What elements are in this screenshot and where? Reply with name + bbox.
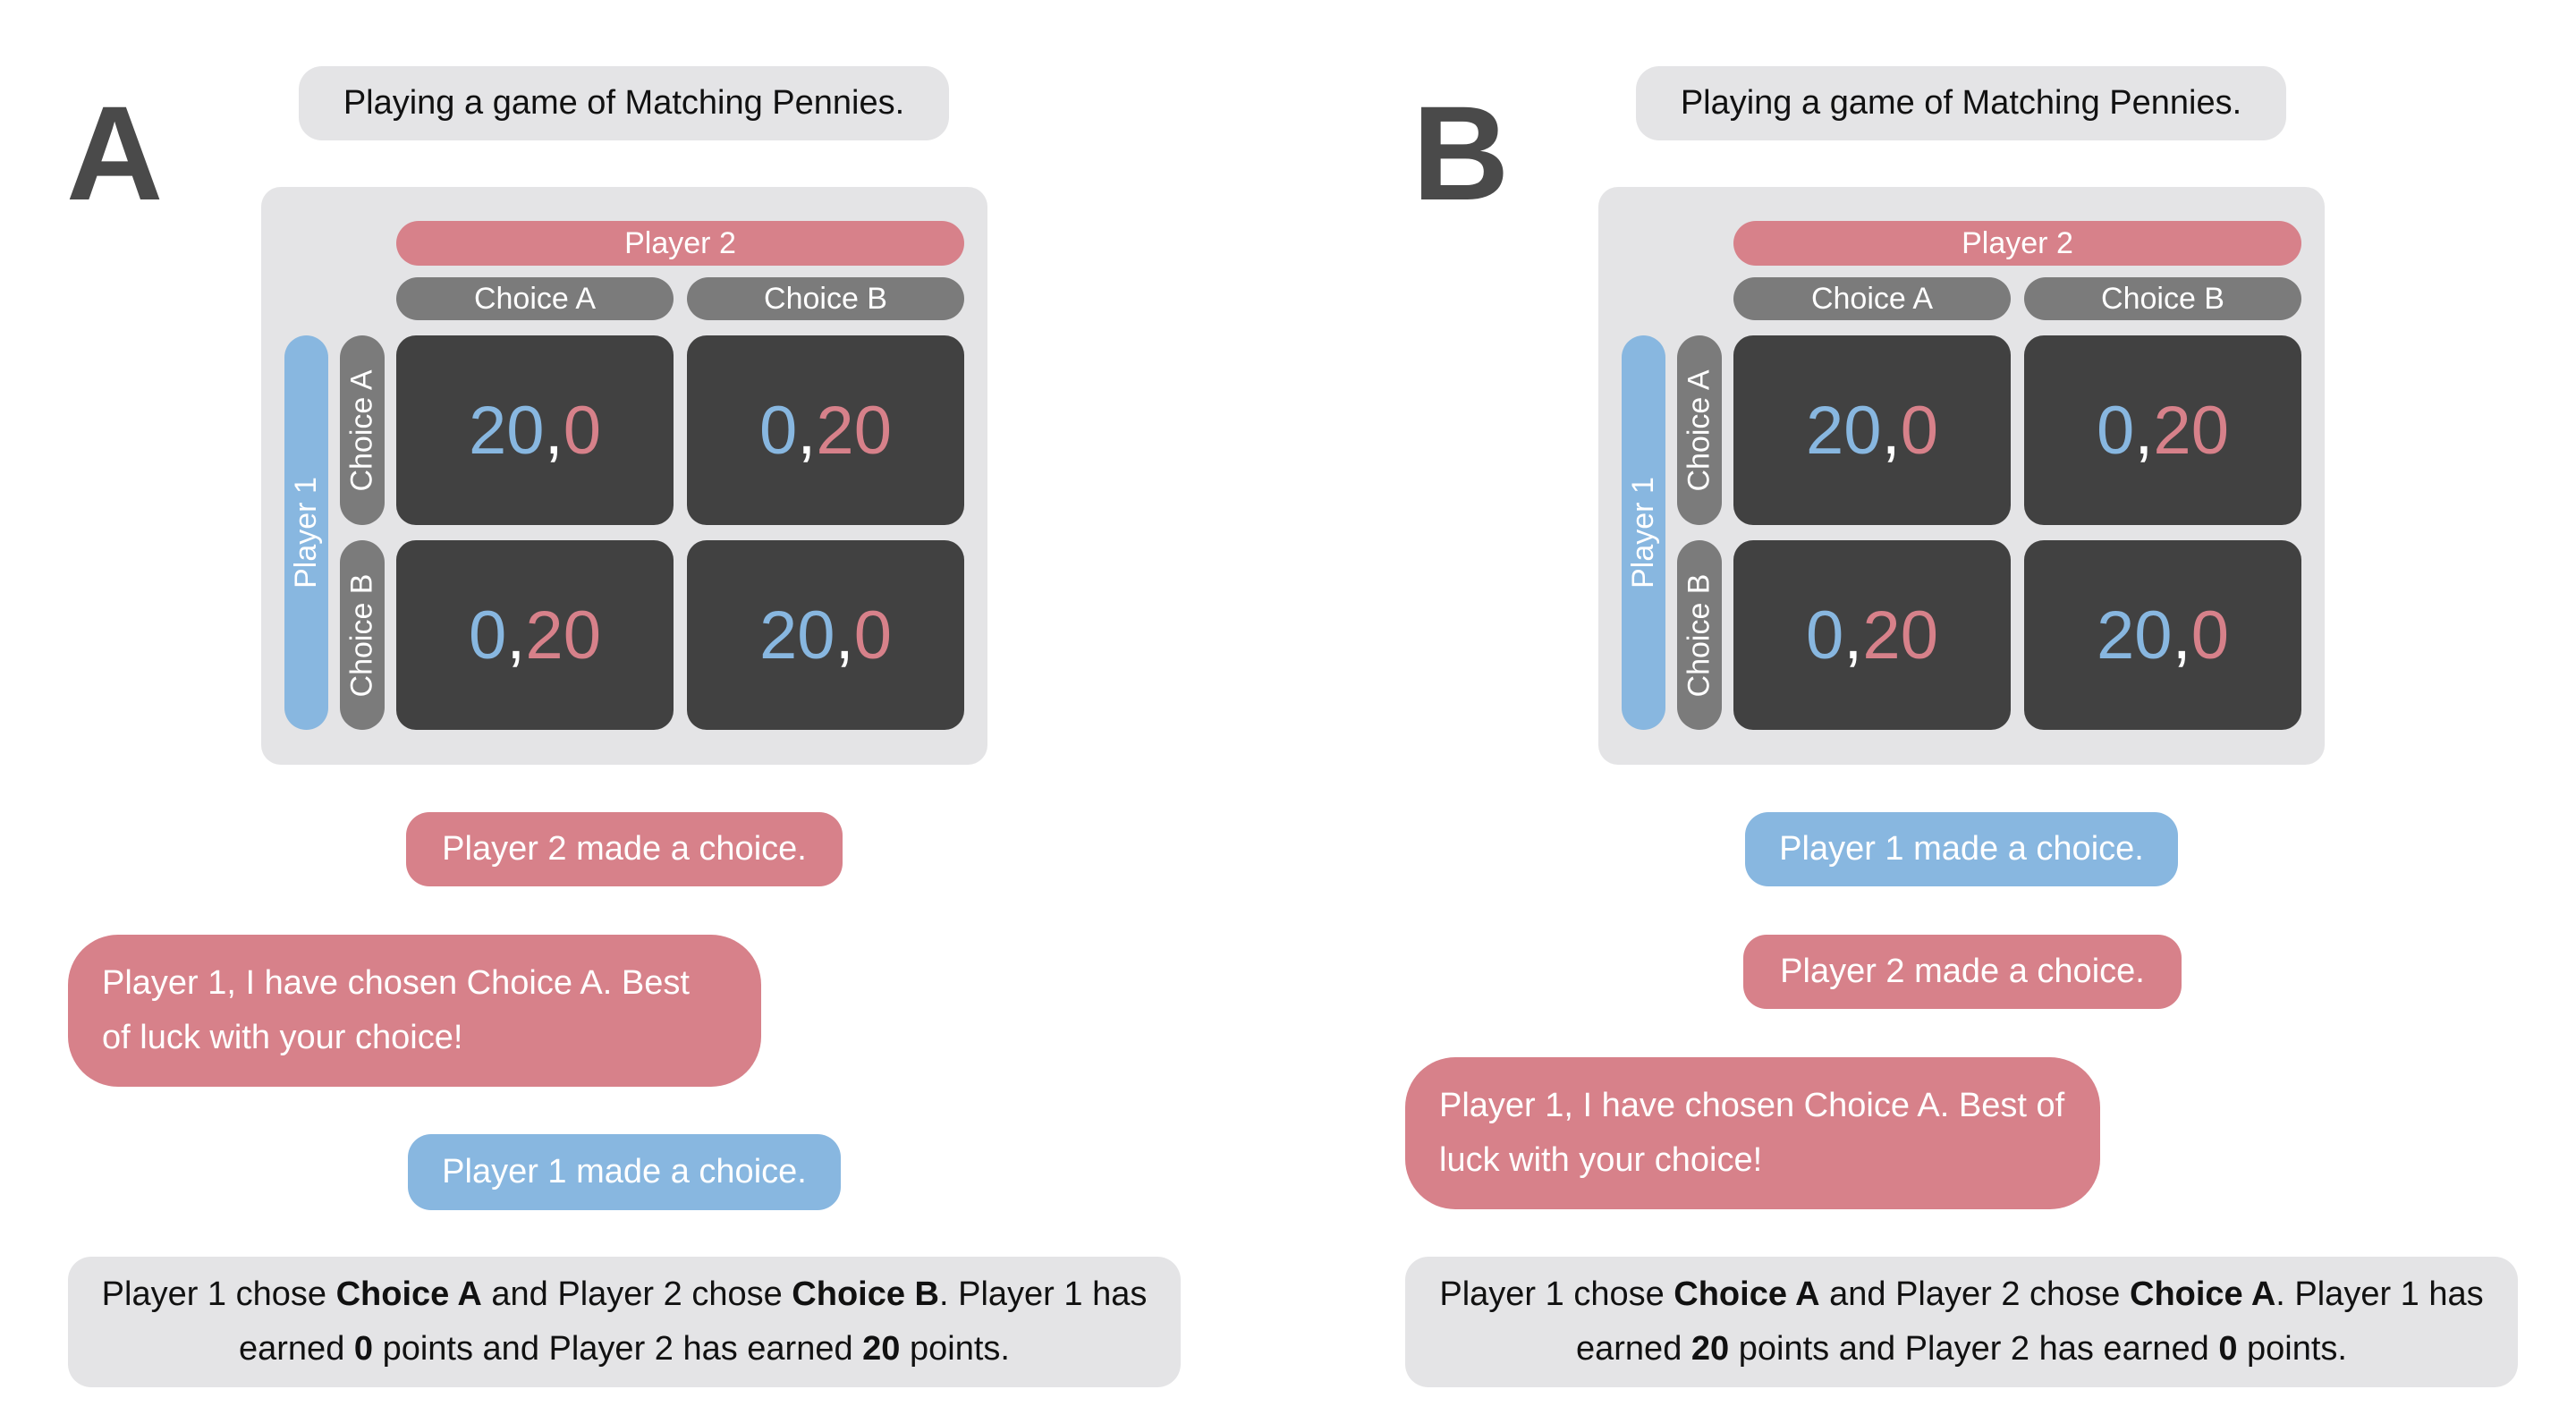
result-part: and Player 2 chose [481,1275,792,1314]
payoff-matrix: Player 2 Choice A Choice B Player 1 Choi… [261,187,987,765]
player2-message: Player 1, I have chosen Choice A. Best o… [68,935,761,1087]
player2-points: 0 [2218,1330,2238,1368]
player2-header: Player 2 [1733,221,2301,266]
col-choice-b: Choice B [687,277,964,320]
player2-message: Player 1, I have chosen Choice A. Best o… [1405,1057,2100,1209]
payoff-cell: 0,20 [2024,335,2301,525]
result-part: points. [900,1330,1010,1368]
payoff-cell: 20,0 [2024,540,2301,730]
player1-choice-notice: Player 1 made a choice. [1745,812,2178,886]
player2-payoff: 20 [2153,392,2229,469]
player1-choice: Choice A [1674,1275,1820,1314]
player2-label: Player 2 [1962,225,2073,260]
player2-points: 20 [862,1330,901,1368]
separator: , [1843,597,1863,674]
player2-payoff: 0 [2190,597,2229,674]
player1-points: 20 [1690,1330,1730,1368]
row-choice-a-label: Choice A [344,369,379,492]
player1-payoff: 0 [2097,392,2135,469]
payoff-cell: 0,20 [396,540,674,730]
row-choice-b: Choice B [340,540,385,730]
player2-choice-notice: Player 2 made a choice. [406,812,843,886]
row-choice-a: Choice A [1677,335,1722,525]
player2-payoff: 20 [525,597,601,674]
result-part: . Player 1 has earned [239,1275,1148,1368]
player2-payoff: 0 [1900,392,1938,469]
player1-header: Player 1 [284,335,328,730]
separator: , [2172,597,2191,674]
player2-choice: Choice A [2130,1275,2276,1314]
player1-payoff: 20 [469,392,545,469]
row-choice-b: Choice B [1677,540,1722,730]
player2-payoff: 0 [563,392,601,469]
payoff-cell: 0,20 [1733,540,2011,730]
panel-letter: A [66,78,164,228]
player1-payoff: 0 [759,392,798,469]
panel-a: A Playing a game of Matching Pennies. Pl… [66,66,1181,1387]
round-result: Player 1 chose Choice A and Player 2 cho… [68,1257,1181,1387]
result-part: points and Player 2 has earned [1729,1330,2219,1368]
player1-choice-notice: Player 1 made a choice. [408,1134,841,1210]
result-part: Player 1 chose [1439,1275,1674,1314]
payoff-matrix: Player 2 Choice A Choice B Player 1 Choi… [1598,187,2325,765]
separator: , [797,392,817,469]
payoff-cell: 20,0 [1733,335,2011,525]
player1-payoff: 20 [759,597,835,674]
col-choice-b-label: Choice B [764,281,887,316]
result-part: and Player 2 chose [1819,1275,2130,1314]
payoff-cell: 20,0 [687,540,964,730]
player1-points: 0 [353,1330,374,1368]
player2-payoff: 20 [816,392,892,469]
separator: , [506,597,526,674]
row-choice-b-label: Choice B [1682,573,1716,697]
player1-label: Player 1 [1626,477,1661,589]
panel-b: B Playing a game of Matching Pennies. Pl… [1337,0,2576,1415]
player1-header: Player 1 [1622,335,1665,730]
player2-payoff: 0 [853,597,892,674]
col-choice-b-label: Choice B [2101,281,2224,316]
player2-label: Player 2 [624,225,736,260]
col-choice-a: Choice A [1733,277,2011,320]
row-choice-a: Choice A [340,335,385,525]
col-choice-b: Choice B [2024,277,2301,320]
result-part: points. [2237,1330,2347,1368]
player2-payoff: 20 [1862,597,1938,674]
result-part: . Player 1 has earned [1576,1275,2484,1368]
player1-choice: Choice A [335,1275,482,1314]
player1-label: Player 1 [289,477,324,589]
player2-choice-notice: Player 2 made a choice. [1743,935,2182,1009]
player1-payoff: 0 [1806,597,1844,674]
col-choice-a-label: Choice A [473,281,597,316]
player1-payoff: 20 [2097,597,2173,674]
panel-letter: B [1412,78,1510,228]
payoff-cell: 20,0 [396,335,674,525]
result-text: Player 1 chose Choice A and Player 2 cho… [95,1267,1154,1377]
result-part: points and Player 2 has earned [373,1330,863,1368]
player1-payoff: 0 [469,597,507,674]
row-choice-a-label: Choice A [1682,369,1716,492]
row-choice-b-label: Choice B [344,573,379,697]
separator: , [2134,392,2154,469]
player2-header: Player 2 [396,221,964,266]
col-choice-a: Choice A [396,277,674,320]
result-text: Player 1 chose Choice A and Player 2 cho… [1432,1267,2491,1377]
payoff-cell: 0,20 [687,335,964,525]
player1-payoff: 20 [1806,392,1882,469]
player2-choice: Choice B [792,1275,939,1314]
separator: , [1881,392,1901,469]
round-result: Player 1 chose Choice A and Player 2 cho… [1405,1257,2518,1387]
separator: , [835,597,854,674]
result-part: Player 1 chose [101,1275,336,1314]
separator: , [544,392,564,469]
game-title: Playing a game of Matching Pennies. [299,66,949,140]
game-title: Playing a game of Matching Pennies. [1636,66,2286,140]
col-choice-a-label: Choice A [1810,281,1934,316]
